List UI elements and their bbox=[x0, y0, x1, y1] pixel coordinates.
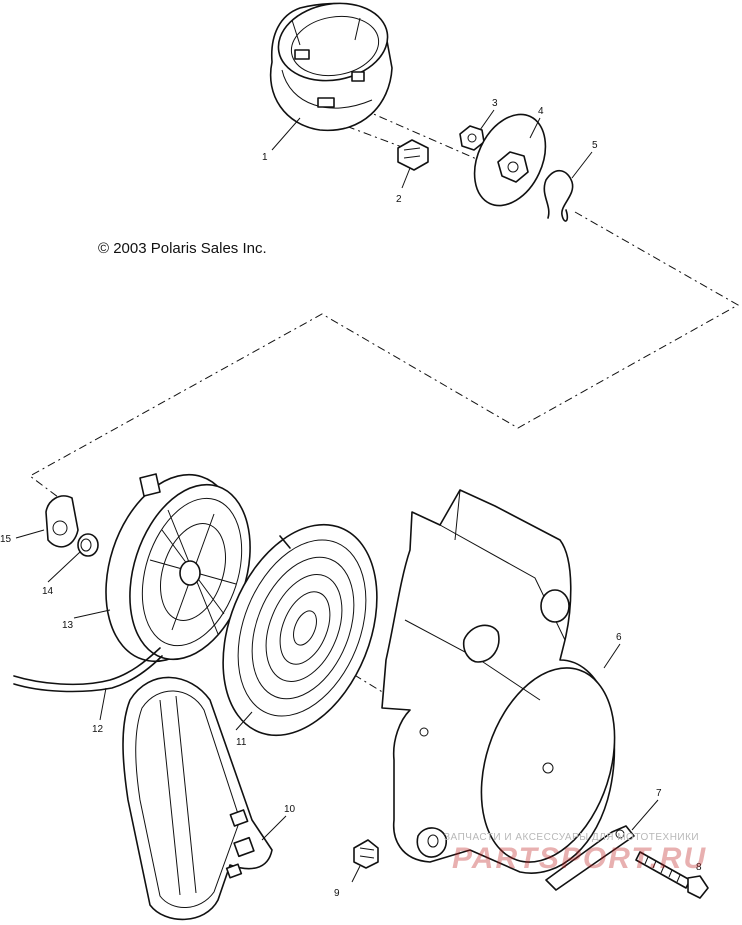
callout-6: 6 bbox=[616, 632, 622, 643]
part-13-rope-pulley bbox=[105, 473, 251, 663]
callout-9: 9 bbox=[334, 888, 340, 899]
part-1-starter-cup bbox=[269, 2, 393, 132]
callout-labels: 1 2 3 4 5 6 7 8 9 10 11 12 13 14 15 bbox=[0, 98, 702, 899]
part-6-housing bbox=[381, 489, 616, 874]
part-14-spring bbox=[77, 533, 99, 557]
callout-12: 12 bbox=[92, 724, 104, 735]
callout-10: 10 bbox=[284, 804, 296, 815]
callout-7: 7 bbox=[656, 788, 662, 799]
callout-2: 2 bbox=[396, 194, 402, 205]
watermark-caption: ЗАПЧАСТИ И АКСЕССУАРЫ ДЛЯ МОТОТЕХНИКИ bbox=[444, 832, 700, 843]
callout-15: 15 bbox=[0, 534, 12, 545]
callout-4: 4 bbox=[538, 106, 544, 117]
part-7-bracket bbox=[545, 825, 635, 891]
callout-5: 5 bbox=[592, 140, 598, 151]
callout-8: 8 bbox=[696, 862, 702, 873]
callout-1: 1 bbox=[262, 152, 268, 163]
part-12-rope bbox=[13, 647, 163, 693]
watermark-logo: PARTSPORT.RU bbox=[452, 842, 708, 875]
part-11-recoil-spring bbox=[222, 523, 378, 737]
callout-3: 3 bbox=[492, 98, 498, 109]
callout-11: 11 bbox=[236, 737, 247, 748]
callout-13: 13 bbox=[62, 620, 74, 631]
part-2-bolt bbox=[397, 139, 429, 171]
part-9-fitting bbox=[353, 839, 379, 869]
copyright-text: © 2003 Polaris Sales Inc. bbox=[98, 240, 267, 257]
part-10-handle bbox=[122, 676, 273, 921]
callout-14: 14 bbox=[42, 586, 54, 597]
part-4-plate bbox=[473, 113, 547, 207]
part-5-spring-clip bbox=[543, 170, 574, 222]
part-8-screw bbox=[635, 851, 709, 899]
part-15-pawl bbox=[45, 495, 79, 548]
callout-leaders bbox=[15, 109, 659, 883]
